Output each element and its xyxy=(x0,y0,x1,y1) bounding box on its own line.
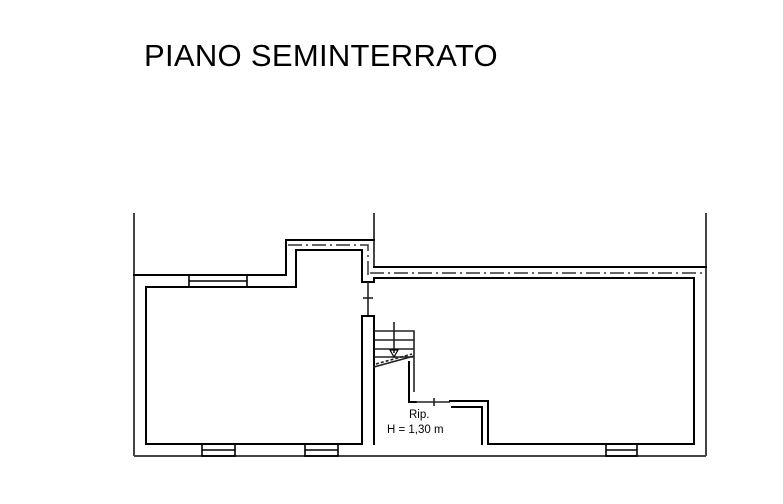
stair-slope-dashed xyxy=(375,353,413,365)
window-bottom-right xyxy=(605,443,638,457)
drawing-title: PIANO SEMINTERRATO xyxy=(144,38,498,73)
window-bottom-left-1 xyxy=(201,443,236,457)
storage-wall-left xyxy=(408,361,417,403)
central-partition-wall xyxy=(361,315,375,445)
window-top-left xyxy=(188,274,248,288)
left-room-inner-wall-upper xyxy=(145,249,375,288)
storage-wall-right xyxy=(449,400,489,445)
axis-line-left xyxy=(288,244,369,276)
stair-direction-arrow-icon xyxy=(388,349,400,359)
window-bottom-left-2 xyxy=(304,443,339,457)
stair-outline xyxy=(374,330,415,392)
stair-slope-line xyxy=(373,355,415,368)
left-room-inner-wall-lower xyxy=(145,286,363,445)
room-label-storage: Rip. xyxy=(409,409,429,421)
room-height-label: H = 1,30 m xyxy=(387,424,444,436)
staircase xyxy=(373,322,415,392)
